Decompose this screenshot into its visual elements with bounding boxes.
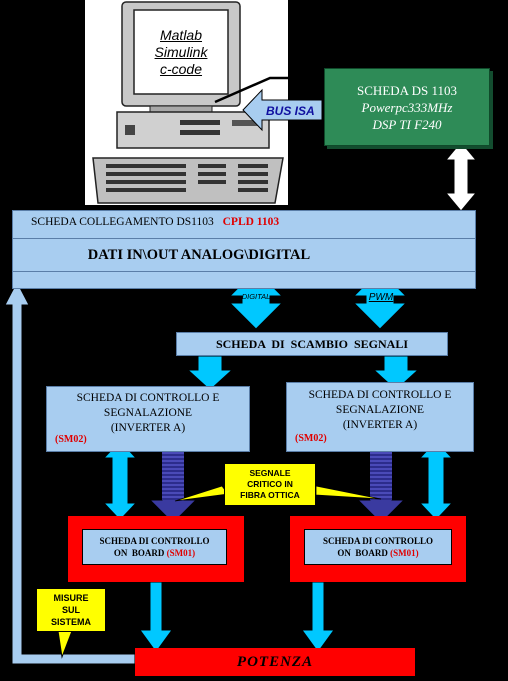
controllo-right-line1: SCHEDA DI CONTROLLO E: [308, 389, 452, 401]
collegamento-label: SCHEDA COLLEGAMENTO DS1103: [31, 216, 214, 228]
right-potenza-arrow: [301, 581, 335, 653]
left-potenza-arrow: [139, 581, 173, 653]
segnale-line3: FIBRA OTTICA: [240, 490, 300, 500]
scambio-left-down-arrow: [186, 355, 234, 391]
onboard-right-board: SCHEDA DI CONTROLLO ON BOARD (SM01): [304, 529, 452, 565]
pwm-label: PWM: [368, 292, 394, 303]
collegamento-label-row: SCHEDA COLLEGAMENTO DS1103 CPLD 1103: [31, 216, 279, 228]
screen-line-simulink: Simulink: [154, 43, 208, 60]
misure-line2: SUL: [62, 605, 80, 615]
potenza-bar: POTENZA: [135, 648, 415, 676]
ds1103-board: SCHEDA DS 1103 Powerpc333MHz DSP TI F240: [324, 68, 490, 146]
onboard-right-tag: (SM01): [390, 548, 419, 558]
onboard-right-frame: SCHEDA DI CONTROLLO ON BOARD (SM01): [290, 516, 466, 582]
collegamento-board: SCHEDA COLLEGAMENTO DS1103 CPLD 1103 DAT…: [12, 210, 476, 289]
onboard-right-line2: ON BOARD: [337, 548, 388, 558]
controllo-left-line2: SEGNALAZIONE: [103, 407, 193, 419]
monitor-screen-text: Matlab Simulink c-code: [136, 12, 226, 92]
misure-callout: MISURE SUL SISTEMA: [36, 588, 106, 632]
digital-label: DIGITAL: [241, 292, 271, 301]
segnale-critico-callout: SEGNALE CRITICO IN FIBRA OTTICA: [224, 463, 316, 506]
misure-line3: SISTEMA: [50, 617, 91, 627]
controllo-left-board: SCHEDA DI CONTROLLO E SEGNALAZIONE (INVE…: [46, 386, 250, 452]
bus-isa-label: BUS ISA: [266, 104, 315, 118]
onboard-left-board: SCHEDA DI CONTROLLO ON BOARD (SM01): [82, 529, 227, 565]
controllo-left-line3: (INVERTER A): [110, 422, 186, 434]
ds1103-title: SCHEDA DS 1103: [357, 82, 457, 98]
ds1103-dsp: DSP TI F240: [372, 116, 442, 132]
misure-line1: MISURE: [53, 593, 89, 603]
misure-pointer: [57, 630, 73, 659]
screen-line-matlab: Matlab: [159, 26, 203, 43]
onboard-left-tag: (SM01): [166, 548, 196, 558]
segnale-line1: SEGNALE: [249, 468, 291, 478]
onboard-left-line2: ON BOARD: [113, 548, 165, 558]
controllo-right-line3: (INVERTER A): [342, 419, 418, 431]
computer-icon: [92, 1, 284, 204]
cpld-label: CPLD 1103: [222, 216, 280, 228]
controllo-right-tag: (SM02): [295, 433, 327, 444]
controllo-right-line2: SEGNALAZIONE: [335, 404, 425, 416]
controllo-left-line1: SCHEDA DI CONTROLLO E: [76, 392, 220, 404]
screen-line-ccode: c-code: [159, 60, 203, 77]
controllo-left-text: SCHEDA DI CONTROLLO E SEGNALAZIONE (INVE…: [47, 391, 249, 436]
controllo-right-board: SCHEDA DI CONTROLLO E SEGNALAZIONE (INVE…: [286, 382, 474, 452]
onboard-left-line1: SCHEDA DI CONTROLLO: [99, 536, 210, 546]
controllo-left-tag: (SM02): [55, 434, 87, 445]
segnale-pointer-right: [315, 485, 382, 500]
scambio-board: SCHEDA DI SCAMBIO SEGNALI: [176, 332, 448, 356]
bus-cable: [214, 76, 323, 104]
segnale-line2: CRITICO IN: [247, 479, 293, 489]
bus-isa-arrow: [242, 88, 323, 132]
scambio-right-down-arrow: [372, 355, 420, 391]
ds1103-cpu: Powerpc333MHz: [361, 99, 453, 115]
onboard-right-line1: SCHEDA DI CONTROLLO: [322, 536, 434, 546]
ds1103-double-arrow: [444, 141, 478, 212]
onboard-left-frame: SCHEDA DI CONTROLLO ON BOARD (SM01): [68, 516, 244, 582]
controllo-right-text: SCHEDA DI CONTROLLO E SEGNALAZIONE (INVE…: [287, 388, 473, 433]
dati-label: DATI IN\OUT ANALOG\DIGITAL: [87, 246, 311, 263]
left-cyan-double-arrow: [102, 440, 138, 521]
right-cyan-double-arrow: [418, 440, 454, 521]
